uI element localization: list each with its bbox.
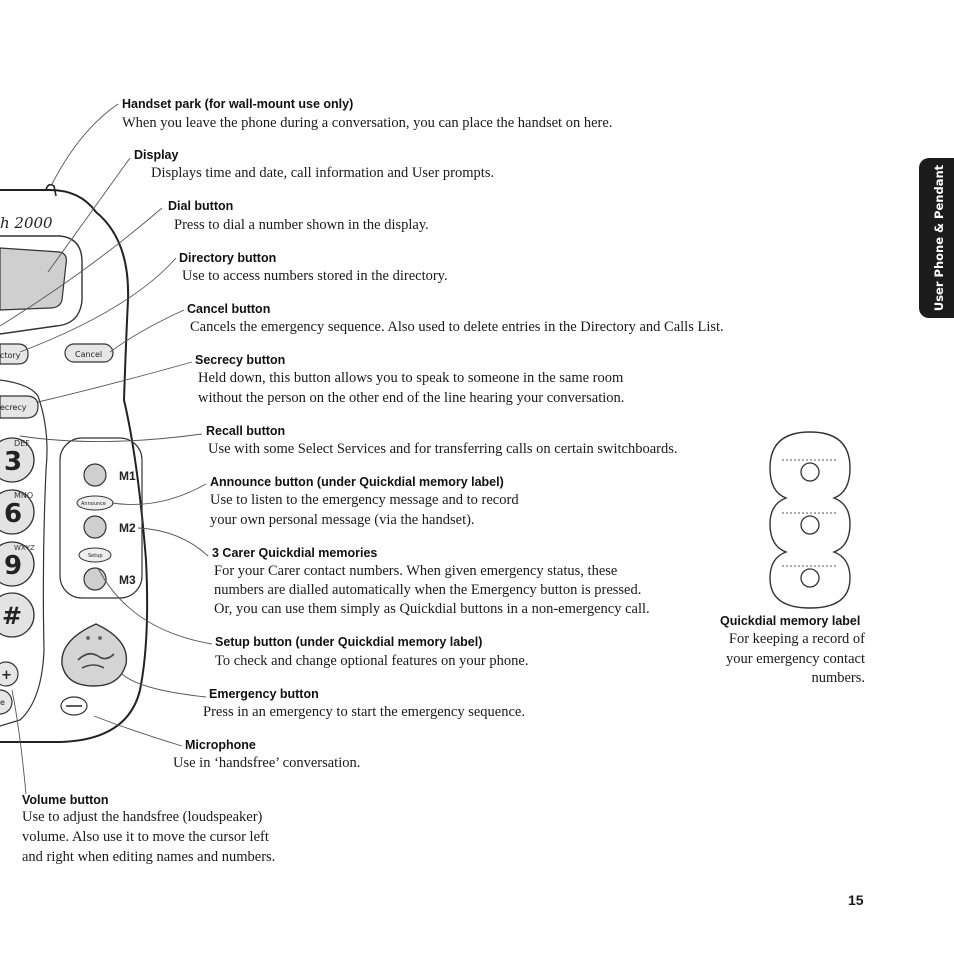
quickdial-desc-line-2: your emergency contact — [725, 650, 865, 667]
announce-button-callout-label: Announce button (under Quickdial memory … — [210, 475, 504, 489]
quickdial-memory-label-title: Quickdial memory label — [720, 614, 861, 628]
cancel-button — [64, 343, 114, 363]
key-6-label: 6 — [4, 499, 22, 529]
handset-park-desc: When you leave the phone during a conver… — [122, 115, 613, 131]
page-number: 15 — [848, 892, 864, 908]
cancel-button-desc: Cancels the emergency sequence. Also use… — [190, 319, 724, 335]
quickdial-memories-desc-2: numbers are dialled automatically when t… — [214, 582, 642, 598]
directory-button — [0, 343, 29, 365]
recall-button-label: Recall button — [206, 424, 286, 438]
key-3-label: 3 — [4, 447, 22, 477]
directory-button-callout-label: Directory button — [179, 251, 277, 265]
key-3-letters: DEF — [14, 439, 30, 448]
key-9-letters: WXYZ — [14, 544, 35, 552]
display-label: Display — [134, 148, 179, 162]
directory-button-desc: Use to access numbers stored in the dire… — [182, 268, 448, 284]
display-desc: Displays time and date, call information… — [151, 165, 495, 181]
directory-button-label: ctory — [0, 351, 21, 360]
key-9 — [0, 541, 35, 587]
phone-body-outline — [0, 189, 149, 743]
volume-plus-button — [0, 661, 19, 687]
m1-button — [83, 463, 107, 487]
brand-text: h 2000 — [0, 214, 53, 232]
dial-button-label: Dial button — [168, 199, 234, 213]
handset-park — [45, 183, 57, 197]
key-9-label: 9 — [4, 551, 22, 581]
quickdial-desc-line-1: For keeping a record of — [728, 631, 865, 647]
key-3 — [0, 437, 35, 483]
volume-e-label: e — [0, 698, 5, 707]
quickdial-memories-desc-3: Or, you can use them simply as Quickdial… — [214, 601, 650, 617]
quickdial-desc-line-3: numbers. — [811, 670, 865, 686]
secrecy-button — [0, 395, 39, 419]
announce-label: Announce — [81, 501, 106, 507]
handset-park-label: Handset park (for wall-mount use only) — [122, 97, 354, 111]
secrecy-button-label: ecrecy — [0, 403, 27, 412]
m2-label: M2 — [119, 521, 136, 535]
quickdial-memories-desc-1: For your Carer contact numbers. When giv… — [214, 563, 618, 579]
volume-button-label: Volume button — [22, 793, 109, 807]
cancel-button-callout-label: Cancel button — [187, 302, 271, 316]
setup-button-desc: To check and change optional features on… — [215, 653, 529, 669]
secrecy-button-desc-2: without the person on the other end of t… — [198, 390, 625, 406]
display-bezel — [0, 235, 83, 335]
setup-button-callout-label: Setup button (under Quickdial memory lab… — [215, 635, 483, 649]
emergency-dots-icon — [86, 636, 103, 640]
secrecy-button-desc-1: Held down, this button allows you to spe… — [198, 370, 624, 386]
announce-button-desc-1: Use to listen to the emergency message a… — [210, 492, 519, 508]
display-screen — [0, 247, 67, 311]
recall-button-desc: Use with some Select Services and for tr… — [208, 441, 678, 457]
microphone-label: Microphone — [185, 738, 256, 752]
quickdial-memory-label-desc: For keeping a record of your emergency c… — [700, 630, 865, 689]
volume-button-desc-1: Use to adjust the handsfree (loudspeaker… — [22, 809, 263, 825]
volume-button-desc-2: volume. Also use it to move the cursor l… — [22, 829, 269, 845]
volume-plus-label: + — [1, 668, 12, 683]
key-hash — [0, 592, 35, 638]
emergency-button-label: Emergency button — [209, 687, 319, 701]
section-tab-label: User Phone & Pendant — [932, 164, 946, 312]
setup-label: Setup — [88, 553, 103, 559]
m2-button — [83, 515, 107, 539]
microphone-desc: Use in ‘handsfree’ conversation. — [173, 755, 361, 771]
volume-button-desc-3: and right when editing names and numbers… — [22, 849, 276, 865]
quickdial-panel — [59, 437, 143, 599]
key-hash-label: # — [2, 602, 22, 630]
keypad-panel-edge — [0, 379, 48, 727]
setup-button — [78, 547, 112, 563]
quickdial-memories-label: 3 Carer Quickdial memories — [212, 546, 378, 560]
key-6 — [0, 489, 35, 535]
key-6-letters: MNO — [14, 491, 33, 500]
m3-label: M3 — [119, 573, 136, 587]
m1-label: M1 — [119, 469, 136, 483]
handshake-icon — [77, 652, 115, 669]
dial-button-desc: Press to dial a number shown in the disp… — [174, 217, 429, 233]
emergency-button-desc: Press in an emergency to start the emerg… — [203, 704, 525, 720]
volume-minus-button — [0, 689, 13, 715]
m3-button — [83, 567, 107, 591]
announce-button-desc-2: your own personal message (via the hands… — [210, 512, 475, 528]
secrecy-button-callout-label: Secrecy button — [195, 353, 286, 367]
section-tab: User Phone & Pendant — [919, 158, 954, 318]
cancel-button-label: Cancel — [75, 350, 102, 359]
